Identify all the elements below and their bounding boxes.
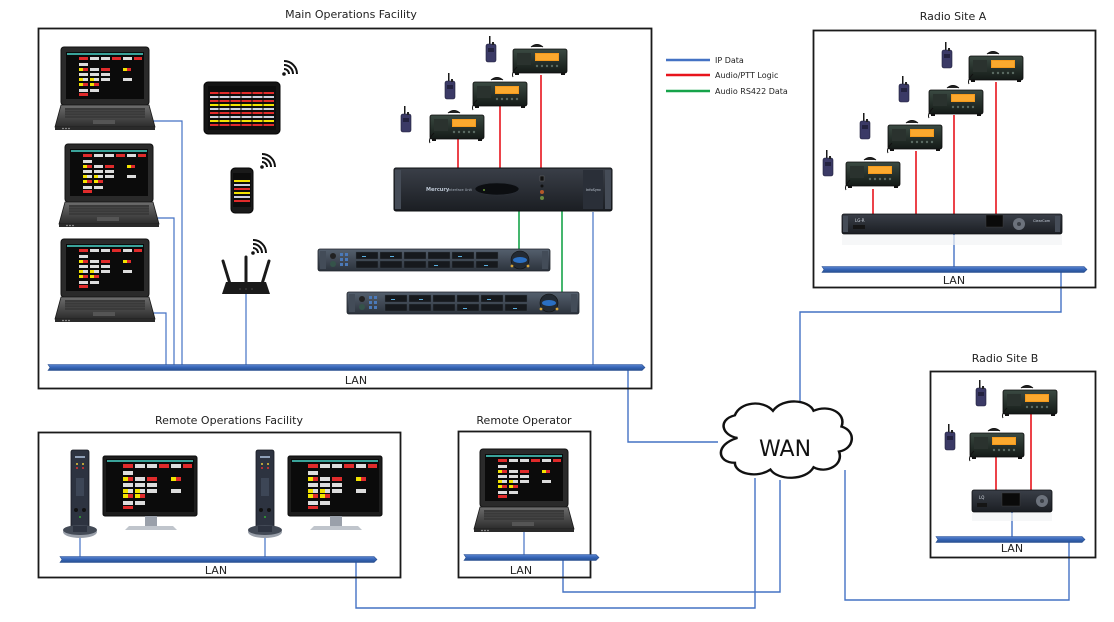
site-remote-operations: Remote Operations Facility LAN	[37, 414, 402, 579]
site-radio-a: Radio Site A LG-R ClearCom	[812, 10, 1097, 289]
interface-unit-brand: Mercury	[426, 187, 450, 193]
site-frame-radio-b	[929, 370, 1097, 559]
laptop-remote-operator[interactable]	[473, 448, 575, 533]
handheld-radio-a-2	[859, 112, 871, 140]
wifi-icon-tablet	[281, 60, 298, 77]
main-ip-links	[152, 120, 594, 366]
site-frame-remote-ops	[37, 431, 402, 579]
wifi-icon-router	[250, 239, 267, 256]
workstation-remote-1[interactable]	[62, 449, 198, 539]
lan-label-radio-a: LAN	[943, 274, 965, 287]
legend-label-audio-rs422: Audio RS422 Data	[715, 87, 788, 96]
laptop-console-2[interactable]	[58, 143, 160, 228]
radio-gateway-b[interactable]: LQ	[971, 489, 1053, 521]
handheld-radio-a-4	[941, 41, 953, 69]
radio-b-ptt-links	[995, 414, 1032, 490]
legend-label-audio-ptt: Audio/PTT Logic	[715, 71, 778, 80]
site-frame-radio-a	[812, 29, 1097, 289]
mobile-radio-a-1	[845, 157, 901, 191]
mobile-radio-b-2	[969, 428, 1025, 462]
handheld-radio-a-3	[898, 75, 910, 103]
gateway-a-brand: ClearCom	[1033, 219, 1051, 223]
link-remote-operator-to-wan	[562, 480, 781, 593]
lan-bus-radio-a	[821, 266, 1088, 273]
handheld-radio-main-2	[444, 72, 456, 100]
link-main-to-wan	[627, 368, 718, 443]
mobile-radio-a-4	[968, 51, 1024, 85]
lan-bus-main	[47, 364, 646, 371]
wan-label: WAN	[759, 437, 811, 462]
mobile-radio-a-3	[928, 85, 984, 119]
interface-unit-vendor: InfoSync	[586, 188, 601, 192]
site-remote-operator: Remote Operator LAN	[457, 414, 600, 579]
mobile-radio-b-1	[1002, 385, 1058, 419]
legend-label-ip-data: IP Data	[715, 56, 744, 65]
link-radio-b-to-wan	[844, 470, 1070, 601]
site-main-operations: Main Operations Facility IP Data Audio/P…	[37, 8, 788, 390]
laptop-console-3[interactable]	[54, 238, 156, 323]
rack-audio-panel-1[interactable]	[317, 248, 551, 272]
smartphone-console[interactable]	[230, 167, 254, 214]
remote-ops-ip-links	[79, 534, 266, 558]
site-title-radio-a: Radio Site A	[920, 10, 987, 23]
site-title-radio-b: Radio Site B	[972, 352, 1039, 365]
mobile-radio-a-2	[887, 120, 943, 154]
lan-bus-remote-operator	[463, 554, 600, 561]
site-frame-remote-operator	[457, 430, 592, 579]
wifi-router[interactable]	[221, 255, 271, 294]
site-radio-b: Radio Site B LQ LAN	[929, 352, 1097, 559]
tablet-console[interactable]	[203, 81, 281, 135]
lan-bus-radio-b	[935, 536, 1086, 543]
radio-interface-unit[interactable]: Mercury Interface Unit InfoSync	[393, 167, 613, 212]
link-remote-ops-to-wan	[355, 478, 756, 609]
radio-a-ptt-links	[872, 82, 997, 214]
site-title-main: Main Operations Facility	[285, 8, 417, 21]
handheld-radio-b-1	[975, 379, 987, 407]
lan-label-remote-ops: LAN	[205, 564, 227, 577]
interface-unit-model: Interface Unit	[448, 188, 473, 192]
main-ptt-links	[457, 75, 542, 168]
laptop-console-1[interactable]	[54, 46, 156, 131]
legend: IP Data Audio/PTT Logic Audio RS422 Data	[666, 56, 788, 96]
lan-label-radio-b: LAN	[1001, 542, 1023, 555]
handheld-radio-main-1	[400, 105, 412, 133]
wifi-icon-phone	[259, 153, 276, 170]
lan-label-remote-operator: LAN	[510, 564, 532, 577]
handheld-radio-a-1	[822, 149, 834, 177]
radio-gateway-a[interactable]: LG-R ClearCom	[841, 213, 1063, 245]
lan-bus-remote-ops	[59, 556, 378, 563]
handheld-radio-b-2	[944, 423, 956, 451]
workstation-remote-2[interactable]	[247, 449, 383, 539]
wan-links	[355, 270, 1070, 609]
rack-audio-panel-2[interactable]	[346, 291, 580, 315]
gateway-a-label: LG-R	[855, 218, 865, 223]
site-title-remote-ops: Remote Operations Facility	[155, 414, 303, 427]
mobile-radio-main-2	[472, 77, 528, 111]
lan-label-main: LAN	[345, 374, 367, 387]
mobile-radio-main-1	[429, 110, 485, 144]
handheld-radio-main-3	[485, 35, 497, 63]
gateway-b-label: LQ	[979, 495, 984, 500]
mobile-radio-main-3	[512, 44, 568, 78]
site-title-remote-operator: Remote Operator	[476, 414, 572, 427]
site-frame-main	[37, 27, 653, 390]
link-radio-a-to-wan	[799, 270, 1062, 404]
main-rs422-links	[518, 210, 563, 294]
